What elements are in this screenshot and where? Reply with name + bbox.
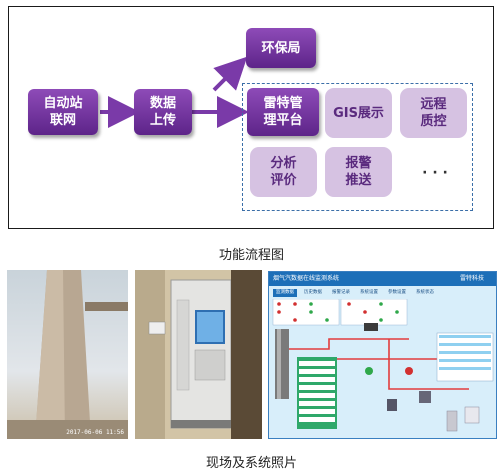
screen-header: 烟气汽数据在线监测系统 雷特科技 [269,272,496,286]
arrow-upload-to-bureau [212,56,248,92]
screen-tabs: 监测数据 历史数据 报警记录 系统设置 参数设置 系统状态 [273,289,494,297]
node-env-bureau: 环保局 [246,28,316,68]
node-remote-qc-label: 远程 质控 [420,97,447,129]
screen-tab: 参数设置 [388,290,406,295]
screen-tab: 报警记录 [332,290,350,295]
screen-brand: 雷特科技 [459,275,484,282]
caption-flow: 功能流程图 [218,248,284,263]
node-data-upload: 数据 上传 [134,89,192,135]
node-more: · · · [422,164,448,181]
screen-process-diagram [272,299,494,432]
node-platform: 雷特管 理平台 [247,88,319,136]
node-gis-label: GIS展示 [333,105,384,121]
flow-diagram-frame [8,6,494,229]
screen-tab: 监测数据 [273,289,297,297]
screen-title: 烟气汽数据在线监测系统 [273,275,340,282]
flow-arrows [100,56,249,128]
node-analysis-label: 分析 评价 [270,156,297,188]
screen-tab: 历史数据 [304,290,322,295]
photo-cabinet [135,270,262,439]
node-alarm-label: 报警 推送 [345,156,372,188]
node-auto-station: 自动站 联网 [28,89,98,135]
screen-tab: 系统状态 [416,290,434,295]
platform-modules-group [242,83,473,211]
node-analysis: 分析 评价 [250,147,317,197]
caption-photos: 现场及系统照片 [205,456,297,471]
photo-chimney: 2017-06-06 11:56 [7,270,128,439]
photo-chimney-timestamp: 2017-06-06 11:56 [66,429,124,436]
node-remote-qc: 远程 质控 [400,88,467,138]
photo-software-screen: 烟气汽数据在线监测系统 雷特科技 监测数据 历史数据 报警记录 系统设置 参数设… [268,271,497,439]
node-alarm: 报警 推送 [325,147,392,197]
screen-tab: 系统设置 [360,290,378,295]
node-gis: GIS展示 [325,88,392,138]
